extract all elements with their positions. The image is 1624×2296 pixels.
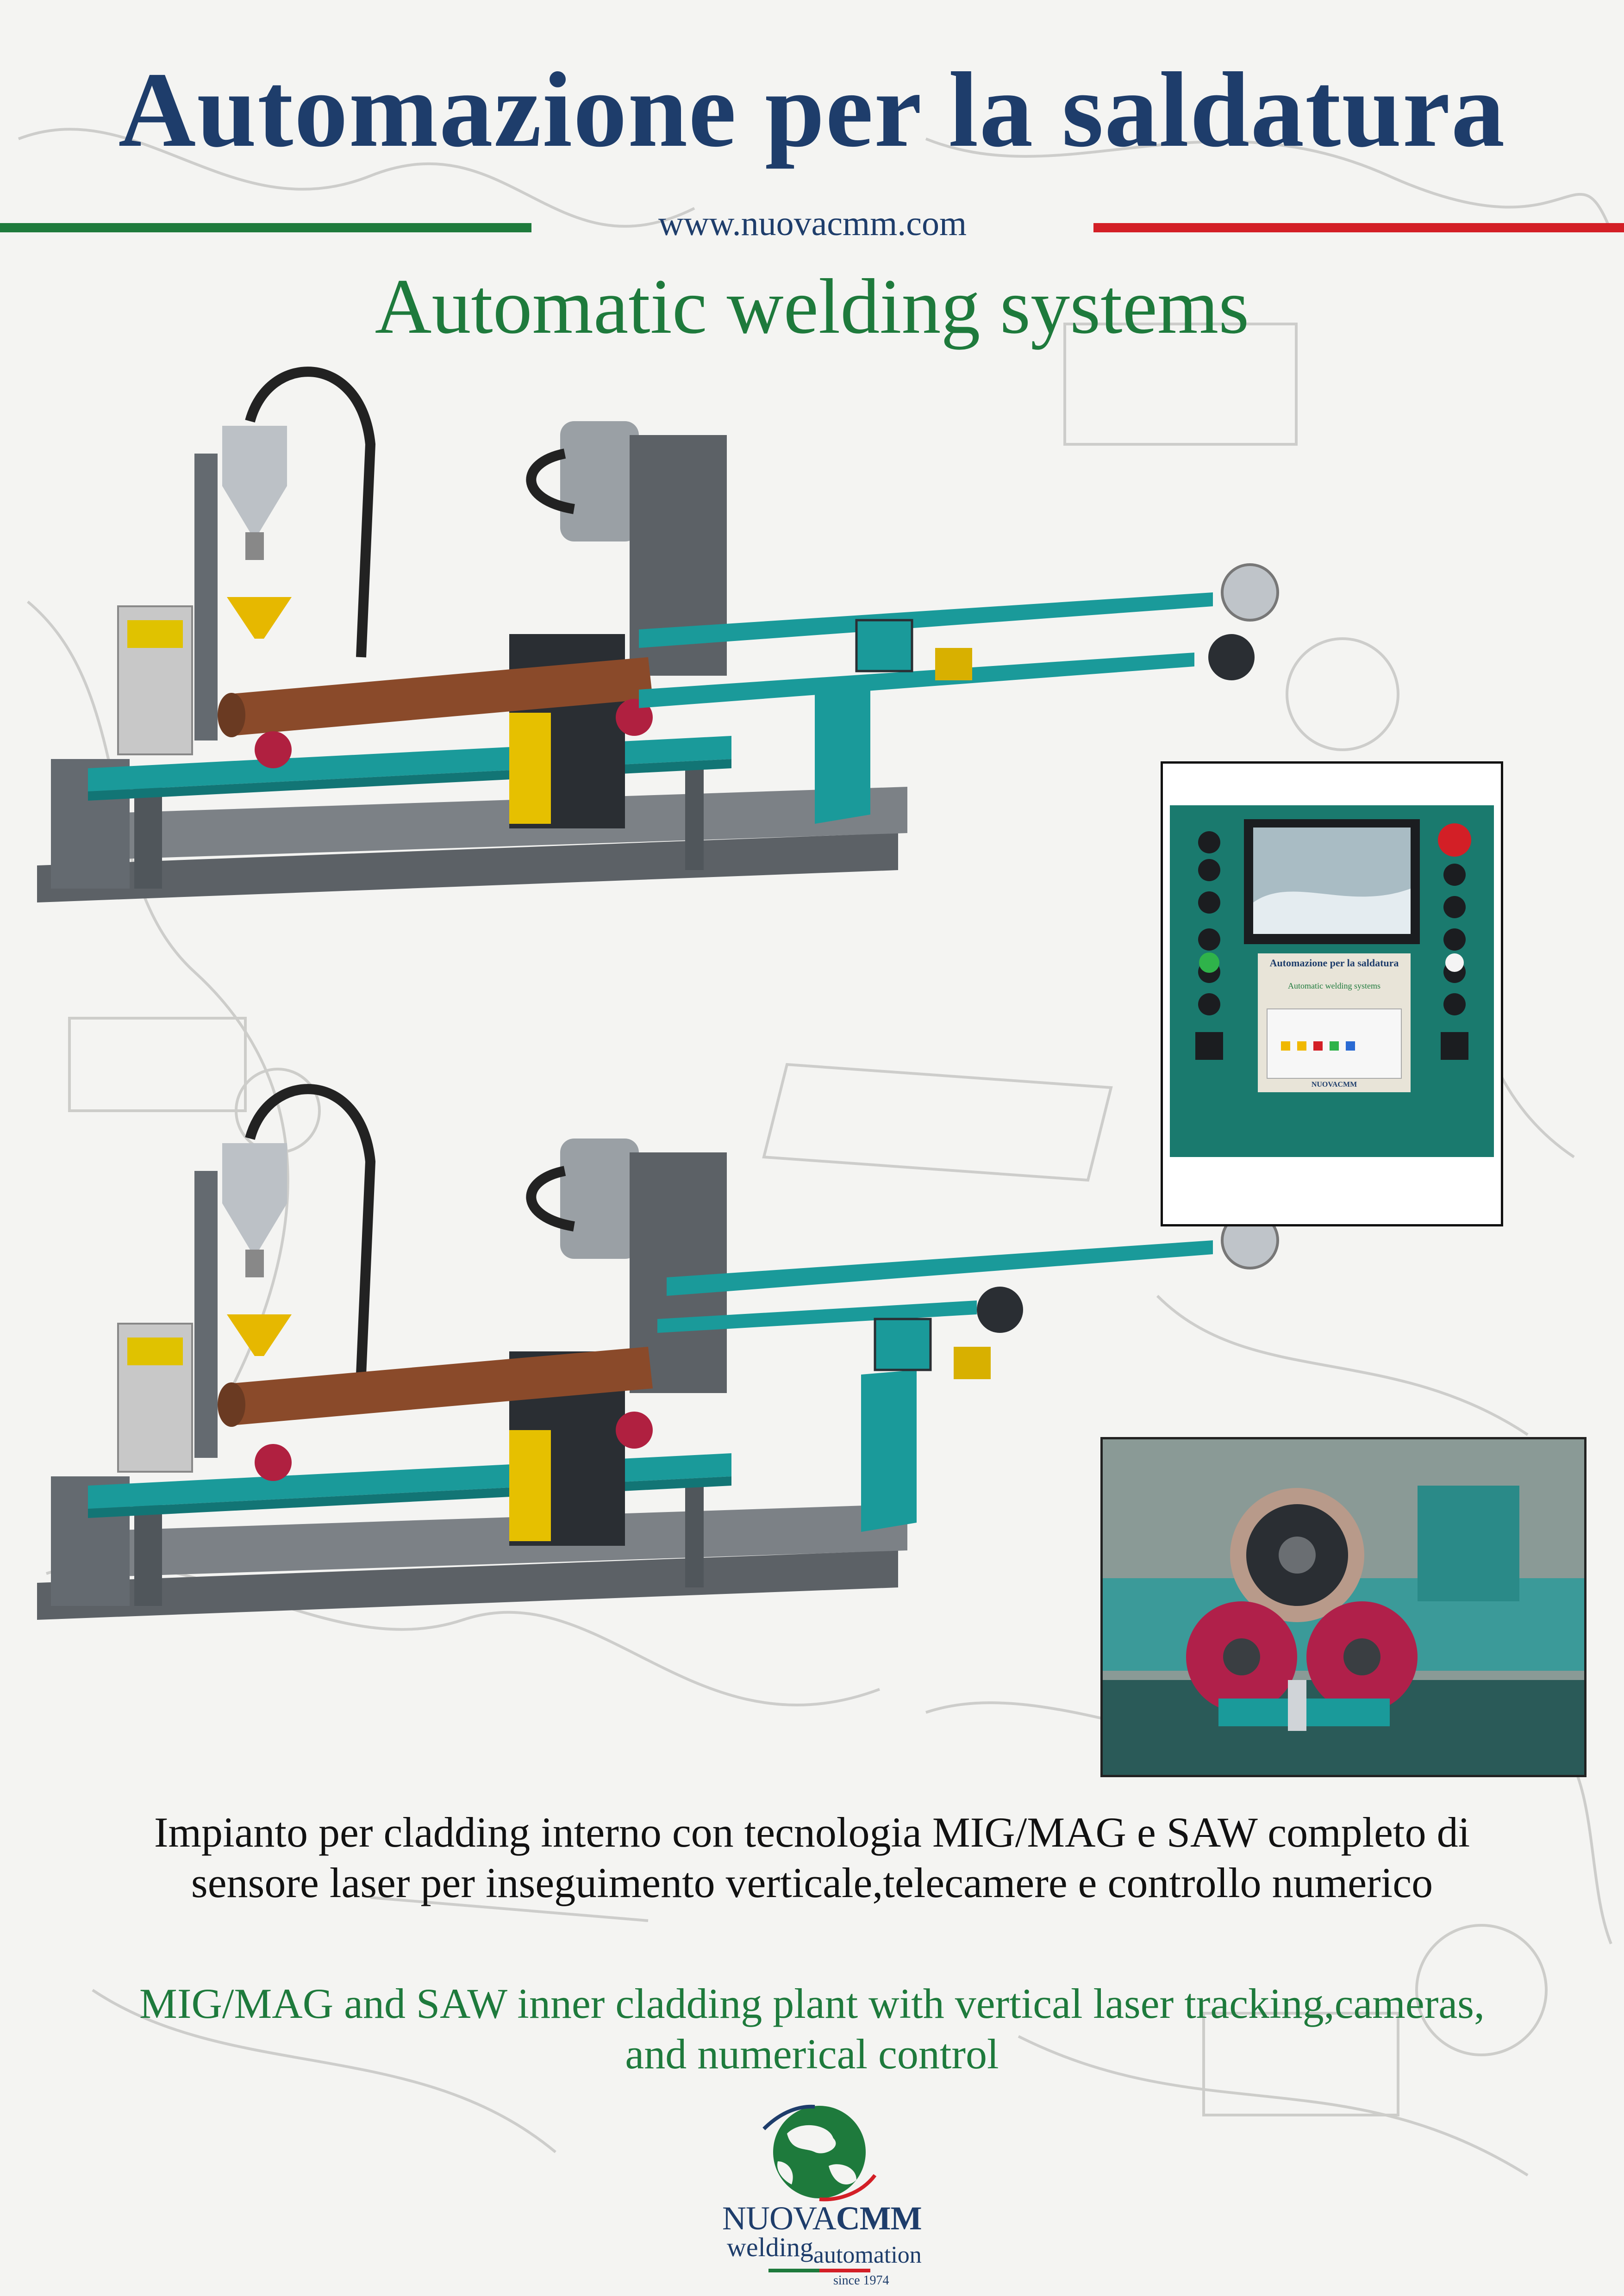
pipe-roller-photo — [1100, 1437, 1587, 1777]
logo-brand: NUOVACMM — [722, 2199, 922, 2238]
page-title: Automazione per la saldatura — [118, 50, 1506, 169]
globe-icon — [762, 2104, 877, 2202]
panel-title: Automazione per la saldatura — [1269, 957, 1399, 969]
website-link[interactable]: www.nuovacmm.com — [658, 204, 967, 243]
logo-tagline-welding: welding — [727, 2232, 813, 2262]
pipe-roller-graphic — [1103, 1439, 1584, 1775]
nuovacmm-logo: NUOVACMM weldingautomation since 1974 — [722, 2101, 922, 2288]
description-it-line-1: Impianto per cladding interno con tecnol… — [154, 1809, 1470, 1856]
logo-since: since 1974 — [833, 2273, 889, 2288]
logo-brand-light: NUOVA — [722, 2200, 837, 2237]
page-subtitle: Automatic welding systems — [375, 263, 1249, 350]
welding-machine-image-bottom — [37, 1084, 1279, 1620]
logo-tagline: weldingautomation — [727, 2232, 922, 2268]
description-italian: Impianto per cladding interno con tecnol… — [0, 1807, 1624, 1908]
red-divider — [1093, 223, 1624, 232]
logo-green-bar — [768, 2269, 819, 2272]
logo-brand-bold: CMM — [836, 2200, 922, 2237]
description-en-line-2: and numerical control — [625, 2030, 999, 2078]
green-divider — [0, 223, 531, 232]
description-en-line-1: MIG/MAG and SAW inner cladding plant wit… — [139, 1980, 1485, 2027]
description-english: MIG/MAG and SAW inner cladding plant wit… — [0, 1979, 1624, 2079]
logo-tagline-automation: automation — [813, 2242, 922, 2268]
control-panel-graphic — [1170, 805, 1494, 1157]
description-it-line-2: sensore laser per inseguimento verticale… — [191, 1859, 1433, 1906]
welding-machine-image-top — [37, 367, 1279, 902]
panel-subtitle: Automatic welding systems — [1288, 981, 1380, 990]
control-panel-photo: Automazione per la saldatura Automatic w… — [1161, 761, 1503, 1226]
panel-brand: NUOVACMM — [1311, 1081, 1357, 1089]
logo-red-bar — [819, 2269, 870, 2272]
